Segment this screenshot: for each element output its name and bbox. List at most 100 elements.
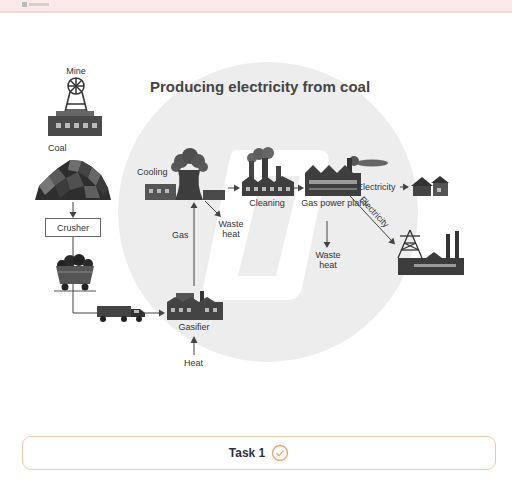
cooling-tower <box>203 190 225 200</box>
factory-icon <box>455 231 459 258</box>
flow-arrow <box>294 185 304 192</box>
coal-cart <box>54 291 96 292</box>
factory-icon <box>398 230 422 258</box>
annotation-label: Waste heat <box>213 219 249 239</box>
top-bar <box>0 12 512 13</box>
edge-label: Gas <box>172 230 189 240</box>
annotation-label: Heat <box>184 358 203 368</box>
flow-arrow <box>191 202 198 286</box>
factory-icon <box>401 249 419 250</box>
mine-headframe <box>70 80 82 92</box>
cooling-stage: Cooling <box>137 148 228 202</box>
mine-headframe <box>66 109 86 111</box>
cleaning-plant <box>242 147 294 196</box>
gas-power-plant <box>356 160 388 167</box>
cleaning-plant <box>254 187 258 191</box>
gasifier-building <box>205 308 209 312</box>
watermark-logo <box>118 62 418 362</box>
mine-stage: Mine <box>45 64 107 138</box>
arrow-head <box>191 202 198 208</box>
arrow-head <box>234 185 240 192</box>
house-icon <box>413 186 431 196</box>
cooling-tower <box>145 184 176 200</box>
factory-icon <box>400 235 420 236</box>
mine-building <box>48 116 102 136</box>
factory-icon <box>398 230 464 275</box>
coal-pile <box>35 160 111 200</box>
top-bar <box>0 0 512 12</box>
flow-arrow <box>228 185 240 192</box>
coal-cart <box>56 266 94 284</box>
factory-icon <box>446 234 450 258</box>
truck <box>97 306 145 322</box>
stage-label: Cooling <box>137 167 177 177</box>
electricity-arrow <box>400 184 409 191</box>
waste-heat-arrow <box>205 201 217 213</box>
cleaning-plant <box>242 176 294 196</box>
flow-arrow <box>70 202 77 218</box>
factory-icon <box>398 230 410 258</box>
annotation-label: Waste heat <box>310 250 346 270</box>
truck <box>136 316 142 322</box>
button-label: Task 1 <box>229 446 265 460</box>
flow-arrow <box>228 188 235 189</box>
cooling-tower <box>175 170 203 200</box>
stage-label: Crusher <box>57 223 89 233</box>
mine-building <box>74 123 79 128</box>
annotation-label: Electricity <box>357 182 396 192</box>
cleaning-plant <box>262 187 266 191</box>
process-box: Crusher <box>45 218 101 237</box>
flow-arrow <box>73 202 74 213</box>
waste-heat-arrow <box>324 221 331 248</box>
task-button: Task 1 <box>22 436 496 470</box>
heat-arrow <box>191 336 198 355</box>
cooling-tower <box>157 189 161 193</box>
coal-cart <box>58 272 92 273</box>
factory-icon <box>401 243 416 250</box>
gas-power-plant <box>309 180 357 184</box>
heat-arrow <box>191 336 198 343</box>
gasifier-building <box>213 308 217 312</box>
top-bar <box>29 3 49 6</box>
cleaning-plant <box>246 187 250 191</box>
stage-label: Gasifier <box>165 322 223 332</box>
house-icon <box>411 177 433 186</box>
truck <box>121 316 127 322</box>
top-bar <box>0 0 512 12</box>
gasifier-building <box>187 308 191 312</box>
coal-pile <box>35 160 111 200</box>
flow-arrow <box>194 207 195 286</box>
cleaning-plant <box>270 187 274 191</box>
truck <box>100 316 106 322</box>
gasifier-building <box>171 308 175 312</box>
check-icon <box>273 446 288 461</box>
cooling-tower <box>165 189 169 193</box>
mine-headframe <box>70 80 82 92</box>
check-icon <box>271 444 289 462</box>
factory-icon <box>404 243 419 250</box>
coal-cart <box>62 284 69 291</box>
coal-pile <box>55 178 70 198</box>
cooling-tower <box>149 189 153 193</box>
electricity-arrow <box>388 238 395 245</box>
mine-building <box>48 111 102 136</box>
gasifier-building <box>167 291 223 320</box>
mine-headframe <box>67 103 85 105</box>
factory-icon <box>398 252 464 275</box>
check-icon <box>277 451 284 456</box>
truck <box>131 309 145 317</box>
cleaning-plant <box>286 187 290 191</box>
mine-headframe <box>64 78 88 116</box>
factory-icon <box>414 264 456 267</box>
coal-stage: Coal <box>34 142 112 202</box>
coal-pile <box>39 176 55 195</box>
house-icon <box>411 176 449 196</box>
stage-label: Cleaning <box>236 198 298 208</box>
mine-building <box>92 123 97 128</box>
watermark-logo <box>238 176 300 276</box>
gas-power-plant <box>305 165 361 196</box>
mine-building <box>65 123 70 128</box>
coal-cart <box>82 284 89 291</box>
cleaning-stage: Cleaning <box>240 152 294 210</box>
